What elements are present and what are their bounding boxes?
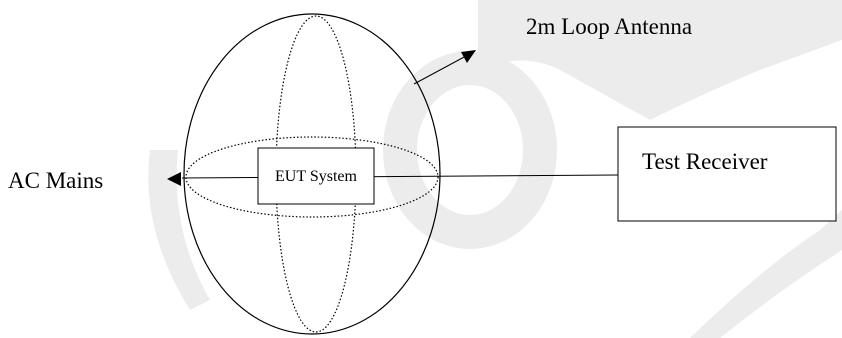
test-receiver-box [617, 126, 837, 222]
watermark-ring [383, 51, 557, 249]
test-receiver-label: Test Receiver [642, 149, 768, 174]
outer-loop-ellipse [183, 13, 441, 335]
watermark-swoosh-top [478, 0, 842, 120]
watermark-swoosh-bottom [560, 210, 842, 338]
antenna-pointer-arrowhead [461, 50, 476, 63]
eut-system-label: EUT System [275, 168, 357, 185]
ac-mains-arrowhead [167, 172, 181, 186]
horizontal-loop-ellipse [185, 136, 439, 218]
ac-mains-label: AC Mains [8, 168, 103, 193]
watermark-arc [148, 150, 210, 310]
antenna-pointer-line [413, 55, 467, 85]
loop-antenna-label: 2m Loop Antenna [526, 14, 692, 39]
cable-line [181, 174, 619, 179]
watermark [148, 0, 842, 338]
eut-system-box [257, 147, 375, 205]
